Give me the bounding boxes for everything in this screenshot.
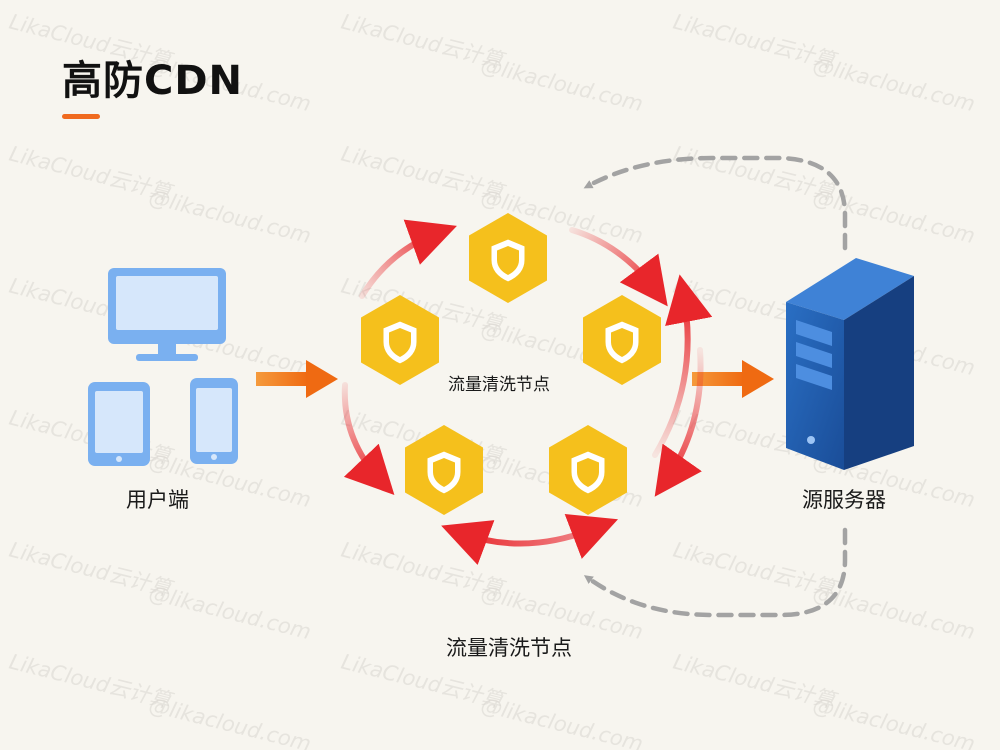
user-label: 用户端 xyxy=(126,488,189,512)
feedback-arrow-top xyxy=(583,155,848,251)
watermark-tile: LikaCloud云计算@likacloud.com xyxy=(671,650,978,750)
watermark-url: @likacloud.com xyxy=(147,693,314,750)
center-node-label: 流量清洗节点 xyxy=(448,375,550,395)
title-underline xyxy=(62,114,100,119)
shield-hexagon-icon xyxy=(582,294,662,386)
watermark-tile: LikaCloud云计算@likacloud.com xyxy=(339,10,646,117)
watermark-url: @likacloud.com xyxy=(147,581,314,644)
phone-icon xyxy=(190,378,238,464)
cycle-arrow xyxy=(652,274,713,458)
watermark-tile: LikaCloud云计算@likacloud.com xyxy=(7,650,314,750)
server-label: 源服务器 xyxy=(802,488,886,512)
watermark-tile: LikaCloud云计算@likacloud.com xyxy=(671,538,978,645)
watermark-url: @likacloud.com xyxy=(811,693,978,750)
cycle-arrow xyxy=(569,227,668,307)
watermark-url: @likacloud.com xyxy=(479,53,646,116)
tablet-icon xyxy=(88,382,150,466)
page-title: 高防CDN xyxy=(62,58,244,104)
watermark-tile: LikaCloud云计算@likacloud.com xyxy=(7,142,314,249)
bottom-node-label: 流量清洗节点 xyxy=(446,636,572,660)
watermark-tile: LikaCloud云计算@likacloud.com xyxy=(339,538,646,645)
cleaning-cycle-arrows xyxy=(341,219,713,565)
monitor-icon xyxy=(108,268,226,361)
ingress-arrow xyxy=(256,360,338,398)
shield-hexagon-icon xyxy=(468,212,548,304)
watermark-tile: LikaCloud云计算@likacloud.com xyxy=(671,10,978,117)
user-devices xyxy=(88,268,238,466)
cycle-arrow xyxy=(654,347,704,497)
feedback-arrow-bottom xyxy=(583,527,848,618)
cycle-arrow xyxy=(359,219,457,299)
watermark-url: @likacloud.com xyxy=(479,693,646,750)
server-tower-icon xyxy=(786,258,914,470)
watermark-url: @likacloud.com xyxy=(811,53,978,116)
watermark-tile: LikaCloud云计算@likacloud.com xyxy=(339,650,646,750)
watermark-url: @likacloud.com xyxy=(147,185,314,248)
watermark-tile: LikaCloud云计算@likacloud.com xyxy=(671,142,978,249)
egress-arrow xyxy=(692,360,774,398)
cycle-arrow xyxy=(441,514,619,565)
watermark-tile: LikaCloud云计算@likacloud.com xyxy=(7,538,314,645)
watermark-url: @likacloud.com xyxy=(811,185,978,248)
feedback-arrows xyxy=(583,155,848,618)
cycle-arrow xyxy=(341,382,395,496)
watermark-url: @likacloud.com xyxy=(811,581,978,644)
